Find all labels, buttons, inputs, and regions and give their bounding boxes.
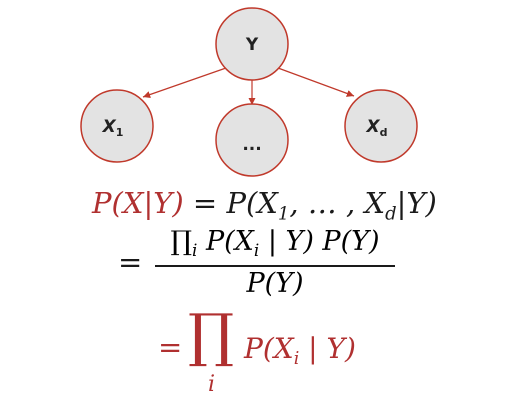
node-dots-label: ... bbox=[242, 135, 261, 155]
product-term: P(Xi | Y) bbox=[244, 332, 356, 370]
node-xd-label: Xd bbox=[366, 117, 388, 139]
joint-end: |Y) bbox=[396, 186, 437, 220]
big-product-symbol: ∏ bbox=[188, 301, 235, 369]
joint-sub-1: 1 bbox=[277, 203, 290, 225]
big-product-index: i bbox=[208, 372, 216, 397]
fraction-numerator: ∏i P(Xi | Y) P(Y) bbox=[152, 226, 398, 260]
edge-y-x1 bbox=[142, 67, 227, 99]
joint-mid: , … , X bbox=[289, 186, 386, 220]
node-x1-label: X1 bbox=[102, 117, 124, 139]
numerator-term-sub: i bbox=[253, 239, 260, 260]
node-y-label: Y bbox=[245, 35, 259, 55]
lhs-conditional: P(X|Y) bbox=[92, 186, 184, 220]
equals-sign-2: = bbox=[118, 245, 143, 279]
node-x1 bbox=[80, 89, 154, 163]
fraction-denominator: P(Y) bbox=[246, 268, 304, 299]
numerator-product: ∏ bbox=[170, 226, 193, 257]
node-y bbox=[215, 7, 289, 81]
numerator-end: | Y) P(Y) bbox=[259, 226, 380, 257]
edge-y-xd bbox=[277, 67, 355, 97]
fraction-bar bbox=[155, 265, 395, 267]
equation-line-1: P(X|Y) = P(X1, … , Xd|Y) bbox=[92, 186, 437, 224]
numerator-term: P(X bbox=[197, 226, 254, 257]
joint-sub-d: d bbox=[385, 203, 397, 225]
joint-prefix: = P(X bbox=[183, 186, 278, 220]
equation-line-3: = bbox=[158, 330, 183, 364]
node-xd bbox=[344, 89, 418, 163]
node-dots bbox=[215, 103, 289, 177]
numerator-product-index: i bbox=[192, 239, 198, 260]
